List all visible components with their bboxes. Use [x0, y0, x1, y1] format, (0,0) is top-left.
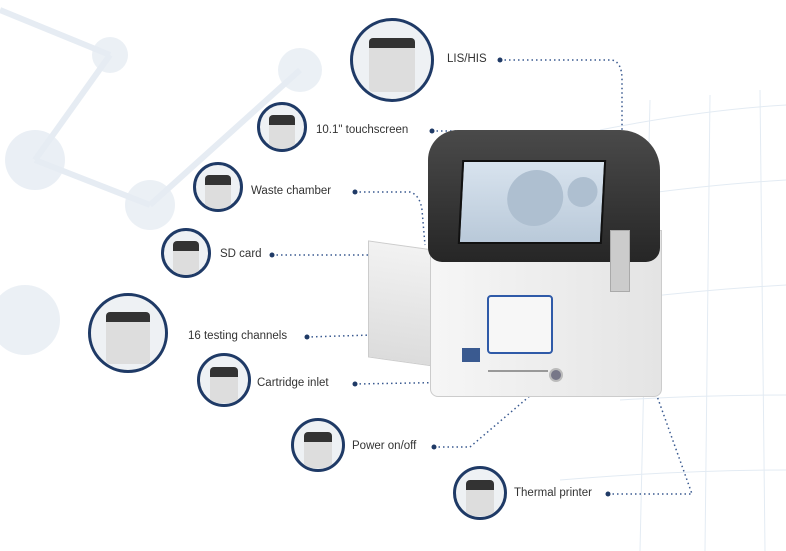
callout-touchscreen-image	[257, 102, 307, 152]
sd-card-slot[interactable]	[462, 348, 480, 362]
waste-chamber	[368, 240, 434, 367]
callout-cartridge-inlet-label: Cartridge inlet	[257, 377, 329, 389]
touchscreen-icon	[268, 114, 296, 149]
callout-sd-card-image	[161, 228, 211, 278]
callout-power-image	[291, 418, 345, 472]
callout-printer-label: Thermal printer	[514, 487, 592, 499]
lis-his-port-icon	[368, 38, 416, 92]
callout-sd-card-label: SD card	[220, 248, 262, 260]
callout-touchscreen-label: 10.1" touchscreen	[316, 124, 409, 136]
printer-slot	[488, 370, 548, 372]
waste-chamber-icon	[204, 174, 232, 209]
printer-panel	[610, 230, 630, 292]
touchscreen[interactable]	[457, 160, 607, 244]
callout-waste-chamber-image	[193, 162, 243, 212]
callout-testing-channels-label: 16 testing channels	[188, 330, 288, 342]
callout-lis-his-label: LIS/HIS	[447, 53, 487, 65]
power-icon	[303, 431, 333, 469]
sd-card-icon	[172, 240, 200, 275]
cartridge-inlet[interactable]	[487, 295, 553, 354]
cartridge-inlet-icon	[209, 366, 239, 404]
callout-printer-image	[453, 466, 507, 520]
callout-power-label: Power on/off	[352, 440, 417, 452]
callout-lis-his-image	[350, 18, 434, 102]
callout-waste-chamber-label: Waste chamber	[251, 185, 332, 197]
printer-icon	[465, 479, 495, 517]
testing-channels-icon	[105, 312, 151, 364]
callout-cartridge-inlet-image	[197, 353, 251, 407]
power-button[interactable]	[549, 368, 563, 382]
callout-testing-channels-image	[88, 293, 168, 373]
